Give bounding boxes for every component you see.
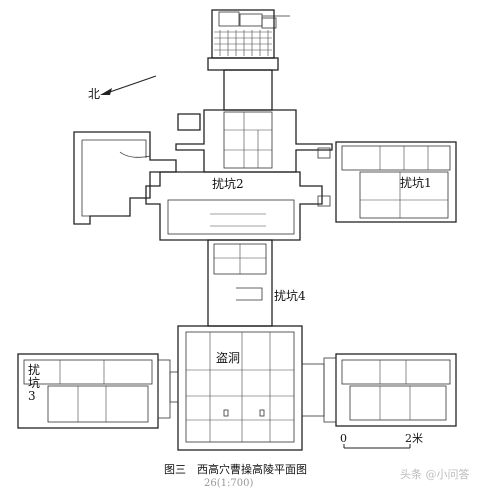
pit4-label: 扰坑4 — [274, 289, 306, 303]
north-arrow — [100, 75, 157, 95]
pit2-label: 扰坑2 — [212, 177, 244, 191]
left-side-chamber — [73, 113, 201, 225]
entrance-ramp — [207, 9, 290, 111]
right-rear-chamber — [301, 353, 457, 427]
cut-off-text: 26(1:700) — [204, 478, 254, 489]
watermark: 头条 @小问答 — [400, 468, 470, 481]
scale-two-m-label: 2米 — [405, 432, 423, 445]
scale-zero-label: 0 — [340, 432, 347, 445]
looting-hole-label: 盗洞 — [216, 351, 241, 365]
left-rear-chamber — [17, 353, 179, 429]
pit3-label: 扰坑3 — [28, 363, 41, 403]
pit1-label: 扰坑1 — [400, 176, 432, 190]
central-hall — [145, 171, 323, 241]
right-side-chamber — [317, 141, 457, 223]
rear-chamber — [177, 325, 303, 451]
middle-passage — [207, 239, 273, 327]
figure-caption: 图三 西高穴曹操高陵平面图 — [164, 463, 307, 476]
scale-bar — [343, 444, 411, 449]
north-label: 北 — [88, 87, 101, 101]
